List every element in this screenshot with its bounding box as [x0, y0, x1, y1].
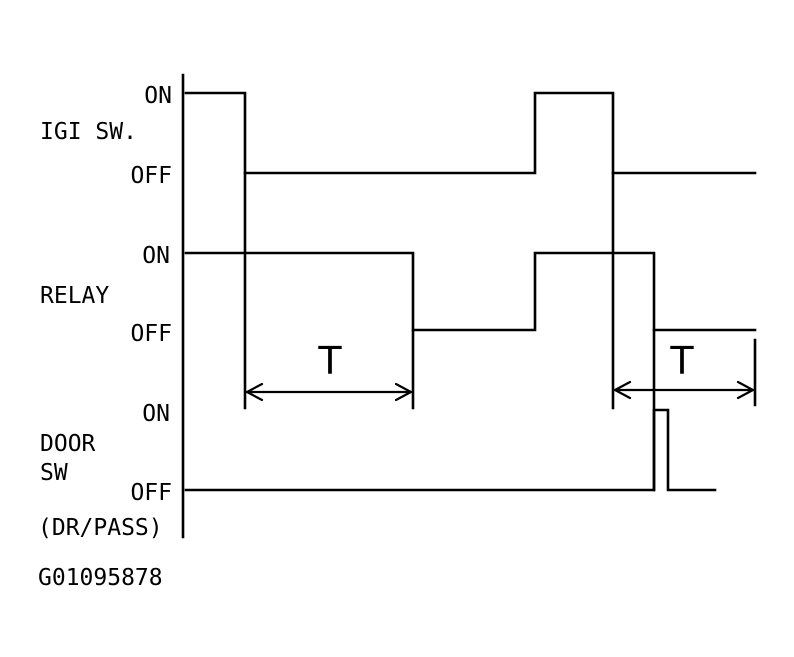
ig1-waveform: [184, 91, 757, 175]
interval-arrow-1: [244, 382, 414, 402]
relay-off-label: OFF: [130, 321, 172, 347]
ig1-off-label: OFF: [130, 163, 172, 189]
relay-signal-name: RELAY: [40, 283, 109, 309]
door-off-label: OFF: [130, 480, 172, 506]
interval-label-2: T: [669, 339, 694, 383]
interval-arrow-2: [612, 380, 756, 400]
door-waveform: [184, 408, 717, 492]
figure-id: G01095878: [38, 565, 163, 591]
door-signal-name-line1: DOOR: [40, 431, 96, 457]
ig1-signal-name: IGI SW.: [40, 119, 137, 145]
interval-label-1: T: [317, 339, 342, 383]
interval-arrow-1-left-head: [244, 382, 264, 402]
relay-on-label: ON: [142, 243, 170, 269]
interval-arrow-2-left-head: [612, 380, 632, 400]
interval-arrow-2-right-head: [736, 380, 756, 400]
door-signal-name-line2: SW: [40, 460, 68, 486]
ig1-on-label: ON: [144, 83, 172, 109]
door-signal-name-line3: (DR/PASS): [38, 515, 163, 541]
door-on-label: ON: [142, 401, 170, 427]
interval-arrow-1-right-head: [394, 382, 414, 402]
relay-waveform: [184, 251, 757, 332]
